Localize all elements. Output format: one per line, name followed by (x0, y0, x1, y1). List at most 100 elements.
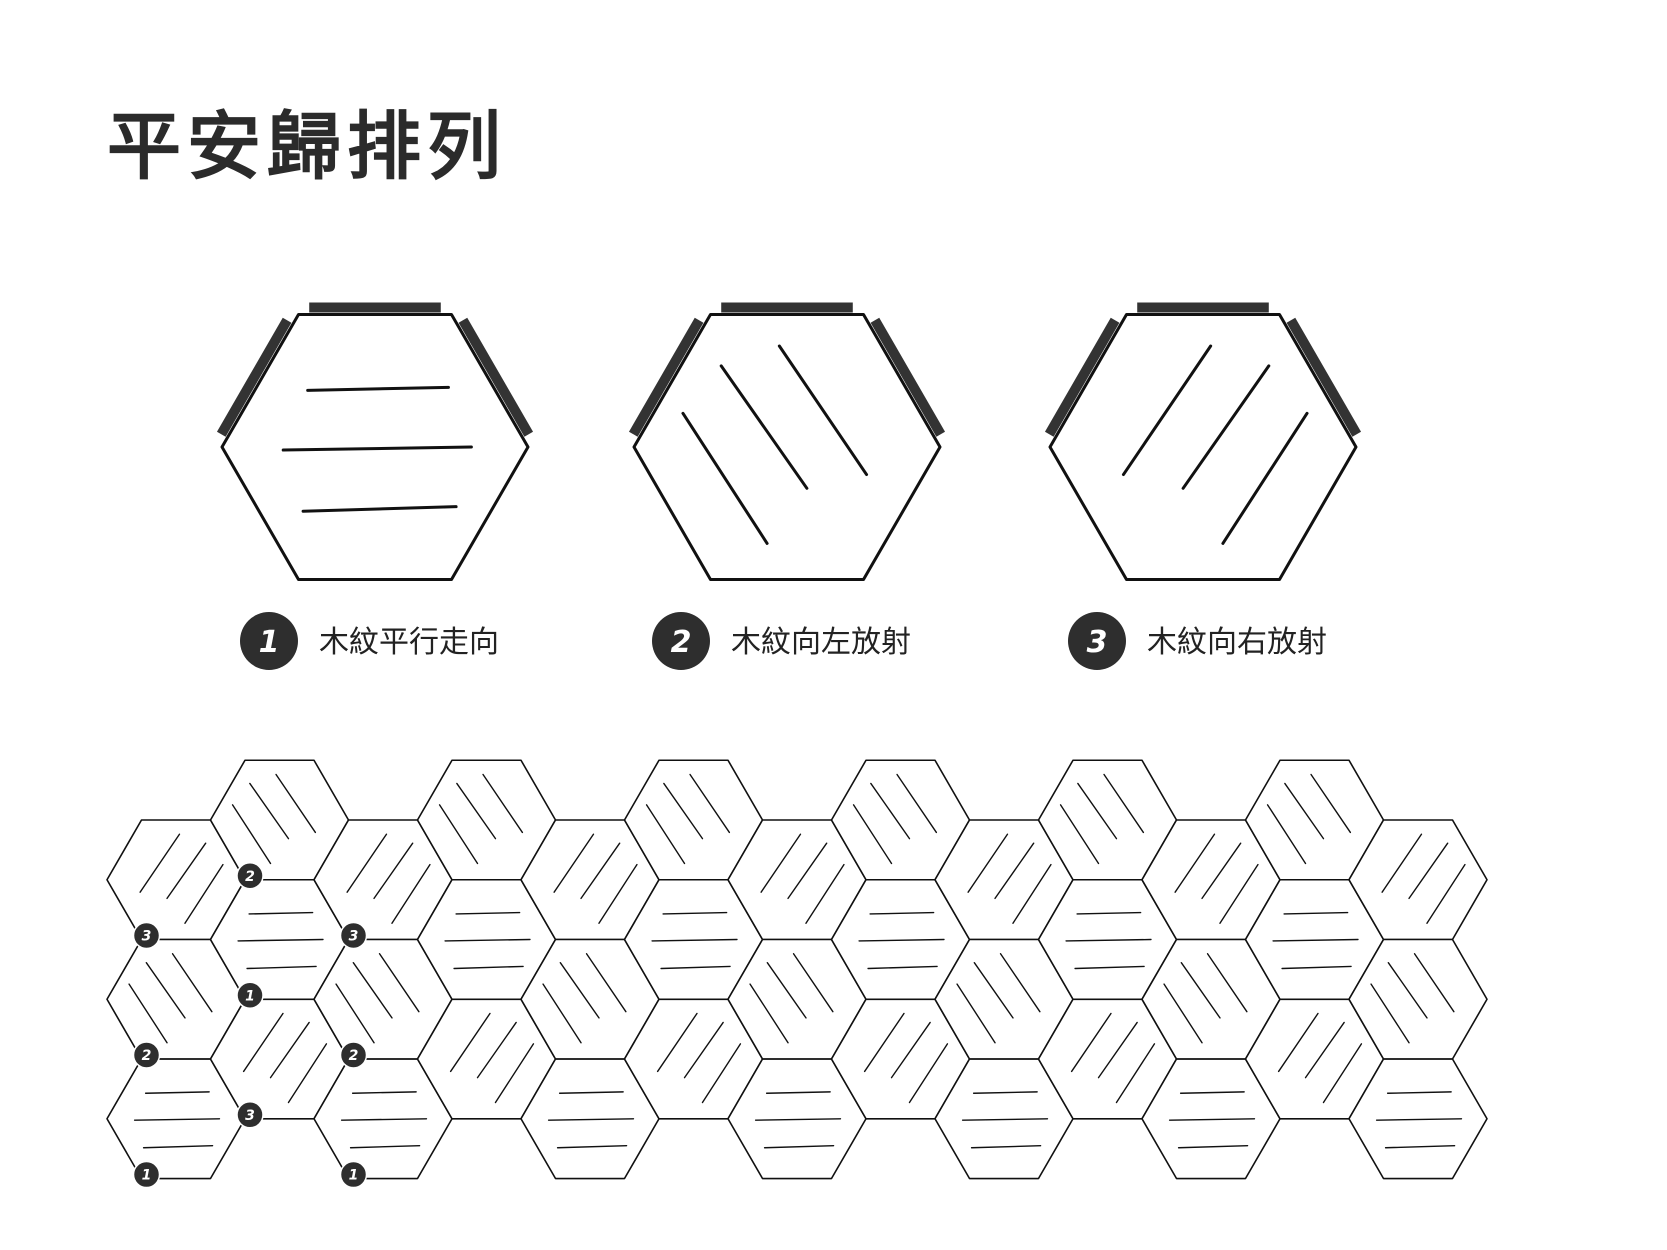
tile-grain-line (391, 863, 431, 924)
hex-tile (623, 759, 764, 881)
legend-grain-line (1221, 411, 1309, 545)
tile-grain-line (559, 961, 600, 1019)
tile-grain-line (760, 833, 802, 893)
legend-grain-line (306, 385, 450, 392)
tile-grain-line (663, 782, 704, 840)
tile-grain-line (1201, 842, 1242, 900)
tile-grain-line (378, 953, 420, 1013)
legend-grain-line (681, 411, 769, 545)
legend-edge-bar (216, 317, 292, 437)
tile-grain-line (373, 842, 414, 900)
tile-grain-line (1281, 965, 1352, 970)
tile-grain-line (1059, 804, 1100, 865)
tile-grain-line (287, 1043, 328, 1104)
tile-grain-line (1266, 804, 1307, 865)
tile-number-marker: 3 (339, 921, 368, 950)
tile-grain-line (1381, 833, 1423, 893)
tile-number-marker: 2 (132, 1041, 161, 1069)
tile-grain-line (1065, 938, 1152, 942)
tile-grain-line (1384, 1144, 1456, 1149)
hex-tile (416, 878, 557, 1001)
tile-grain-line (542, 983, 582, 1044)
tile-marker-badge (339, 921, 368, 950)
tile-marker-number: 3 (142, 929, 152, 945)
tile-grain-line (1168, 1118, 1256, 1121)
tile-grain-line (805, 863, 845, 924)
tile-marker-number: 1 (142, 1168, 152, 1184)
legend-hexagon (1048, 312, 1358, 582)
legend-grain-line (719, 364, 809, 490)
legend-label: 木紋向左放射 (731, 625, 911, 660)
tile-grain-line (1012, 863, 1052, 924)
tile-grain-line (438, 804, 479, 865)
legend-label: 木紋向右放射 (1147, 625, 1327, 660)
tile-grain-line (1272, 938, 1359, 942)
tile-grain-line (166, 842, 207, 900)
tile-grain-line (352, 961, 393, 1019)
hex-tile (1348, 1058, 1488, 1180)
tile-grain-line (869, 911, 935, 915)
tile-grain-line (1387, 961, 1428, 1019)
legend-hexagon (220, 312, 530, 582)
hex-tile (1244, 759, 1385, 881)
legend-edge-bar (458, 317, 534, 437)
tile-grain-line (1097, 1021, 1138, 1079)
hex-tile (1037, 759, 1178, 881)
tile-grain-line (585, 953, 627, 1013)
hex-tile (1348, 938, 1488, 1060)
tile-grain-line (456, 782, 497, 840)
tile-grain-line (246, 965, 317, 970)
tile-grain-line (139, 833, 181, 893)
legend-grain-line (1181, 364, 1271, 490)
legend-hexagon (632, 312, 942, 582)
tile-grain-line (967, 833, 1009, 893)
legend-number-badge (652, 612, 710, 670)
tile-marker-number: 1 (349, 1168, 359, 1184)
tile-grain-line (1103, 773, 1145, 834)
tile-grain-line (242, 1012, 284, 1073)
hex-tile (313, 938, 453, 1060)
tile-marker-badge (339, 1160, 368, 1189)
tile-grain-line (1076, 911, 1142, 915)
tile-grain-line (1310, 773, 1352, 834)
tile-marker-badge (132, 1160, 161, 1189)
tile-grain-line (184, 863, 224, 924)
tile-grain-line (556, 1144, 628, 1149)
hex-tile (209, 759, 350, 881)
tile-grain-line (1375, 1118, 1463, 1121)
tile-grain-line (908, 1043, 949, 1104)
tile-grain-line (1206, 953, 1248, 1013)
tile-grain-line (340, 1118, 428, 1121)
tile-grain-line (128, 983, 168, 1044)
tile-grain-line (455, 911, 521, 915)
tile-grain-line (763, 1144, 835, 1149)
tile-marker-badge (236, 981, 264, 1010)
legend-edge-bar (870, 317, 946, 437)
tile-grain-line (645, 804, 686, 865)
tile-grain-line (683, 1021, 724, 1079)
tile-grain-line (558, 1091, 624, 1094)
tile-marker-number: 2 (245, 869, 255, 885)
tile-grain-line (1284, 782, 1325, 840)
tile-number-marker: 3 (132, 921, 161, 950)
tile-grain-line (1370, 983, 1410, 1044)
tile-number-marker: 3 (236, 1101, 264, 1129)
tile-marker-badge (132, 1041, 161, 1069)
tile-grain-line (1386, 1091, 1452, 1094)
tile-grain-line (269, 1021, 310, 1079)
tile-grain-line (701, 1043, 742, 1104)
legend-edge-bar (628, 317, 704, 437)
hex-tile (934, 1058, 1074, 1180)
tile-number-marker: 1 (132, 1160, 161, 1189)
legend-grain-line (301, 505, 458, 513)
hex-tile (830, 759, 971, 881)
tile-marker-badge (339, 1041, 368, 1069)
tile-grain-line (494, 1043, 535, 1104)
tile-grain-line (765, 1091, 831, 1094)
legend-number: 3 (1087, 625, 1108, 660)
tile-grain-line (133, 1118, 221, 1121)
tile-grain-line (444, 938, 531, 942)
